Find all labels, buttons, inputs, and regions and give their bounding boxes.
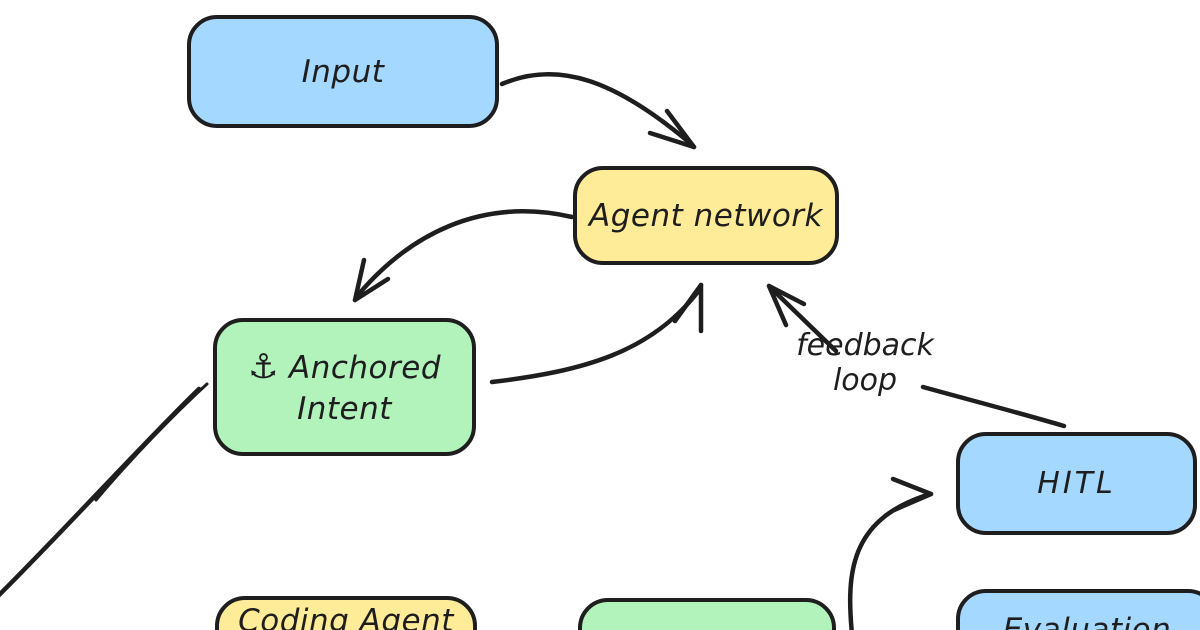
anchor-icon: ⚓ (248, 346, 279, 387)
line-anchored-intent-offscreen (0, 382, 209, 598)
feedback-loop-line1: feedback (796, 328, 934, 363)
node-anchored-intent-word1: Anchored (288, 349, 441, 386)
node-anchored-intent-line1: ⚓Anchored (248, 345, 441, 389)
node-anchored-intent-line2: Intent (297, 390, 392, 427)
arrow-anchored-intent-to-agent-network (489, 282, 704, 385)
arrow-input-to-agent-network (499, 71, 697, 150)
node-coding-agent-label: Coding Agent (238, 603, 454, 630)
node-hitl-label: HITL (1037, 466, 1116, 501)
arrow-agent-network-to-anchored-intent (352, 209, 575, 303)
node-bottom-right-partial: Evaluation (956, 589, 1200, 630)
node-coding-agent: Coding Agent (215, 596, 477, 630)
node-hitl: HITL (956, 432, 1197, 535)
node-bottom-right-label: Evaluation (1002, 612, 1172, 630)
node-anchored-intent: ⚓Anchored Intent (213, 318, 476, 456)
node-input: Input (187, 15, 499, 128)
node-bottom-center-partial (578, 598, 836, 630)
node-input-label: Input (301, 53, 385, 90)
arrow-bottom-to-hitl (847, 476, 934, 630)
node-agent-network: Agent network (573, 166, 839, 265)
node-agent-network-label: Agent network (588, 197, 823, 234)
feedback-loop-line2: loop (832, 363, 898, 398)
feedback-loop-label: feedback loop (780, 328, 950, 398)
